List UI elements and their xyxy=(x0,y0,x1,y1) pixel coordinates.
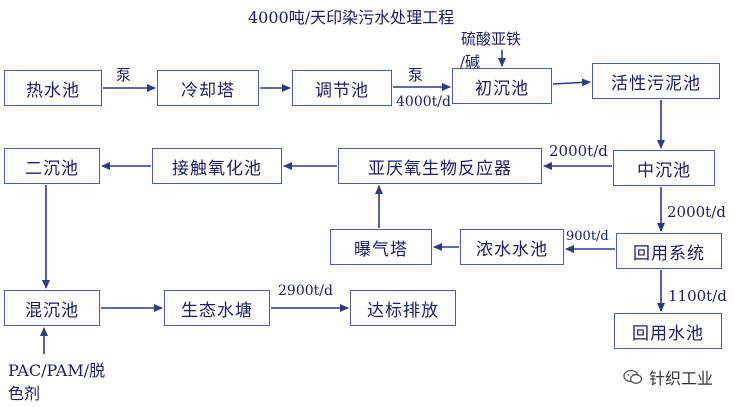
middle-settling-box: 中沉池 xyxy=(613,150,715,186)
flow-1100-label: 1100t/d xyxy=(668,287,727,305)
cooling-tower-box: 冷却塔 xyxy=(157,70,259,106)
flow-2900-label: 2900t/d xyxy=(278,283,333,299)
concentrate-pool-box: 浓水水池 xyxy=(460,229,564,265)
aeration-tower-box: 曝气塔 xyxy=(330,229,432,265)
reuse-pool-box: 回用水池 xyxy=(614,313,722,349)
pump-label-1: 泵 xyxy=(116,66,132,84)
diagram-title: 4000吨/天印染污水处理工程 xyxy=(248,8,455,27)
chemical-label-2: /碱 xyxy=(460,53,481,71)
secondary-settling-box: 二沉池 xyxy=(4,148,100,184)
pump-label-2: 泵 xyxy=(408,66,424,84)
pac-label-1: PAC/PAM/脱 xyxy=(8,361,106,380)
eco-pond-box: 生态水塘 xyxy=(164,290,270,326)
flow-2000-reuse-label: 2000t/d xyxy=(667,203,726,221)
flow-900-label: 900t/d xyxy=(566,229,609,244)
discharge-box: 达标排放 xyxy=(350,290,456,326)
contact-oxidation-box: 接触氧化池 xyxy=(152,148,282,184)
chemical-label-1: 硫酸亚铁 xyxy=(461,30,522,48)
regulating-pool-box: 调节池 xyxy=(292,70,392,106)
hot-pool-box: 热水池 xyxy=(4,70,102,106)
mixing-settling-box: 混沉池 xyxy=(4,290,100,326)
flow-2000-reactor-label: 2000t/d xyxy=(549,142,608,160)
activated-sludge-box: 活性污泥池 xyxy=(592,63,720,99)
flow-4000-label: 4000t/d xyxy=(396,94,451,110)
watermark-text: 针织工业 xyxy=(648,369,713,388)
pac-label-2: 色剂 xyxy=(8,384,41,403)
wechat-icon xyxy=(623,369,643,385)
arrow-primary-to-activated xyxy=(552,78,591,87)
reuse-system-box: 回用系统 xyxy=(616,233,722,269)
watermark: 针织工业 xyxy=(623,365,713,389)
anaerobic-reactor-box: 亚厌氧生物反应器 xyxy=(338,148,542,184)
primary-settling-box: 初沉池 xyxy=(452,68,552,104)
